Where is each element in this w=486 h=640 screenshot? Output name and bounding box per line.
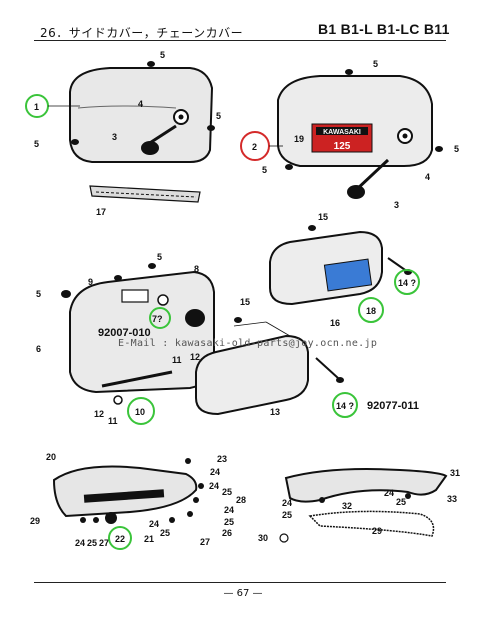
callout-label-16: 16 [330, 318, 340, 328]
chain-cover-left [52, 458, 204, 524]
callout-label-5e: 5 [454, 144, 459, 154]
kawasaki-badge: KAWASAKI 125 [311, 123, 373, 153]
part-number-bolt: 92077-011 [367, 400, 419, 412]
footer-rule [34, 582, 446, 583]
callout-label-9: 9 [88, 277, 93, 287]
callout-ring-22 [108, 526, 132, 550]
callout-label-24b: 24 [209, 481, 219, 491]
callout-label-5c: 5 [216, 111, 221, 121]
callout-label-25-right: 25 [396, 497, 406, 507]
badge-brand: KAWASAKI [323, 129, 361, 136]
callout-label-29b: 29 [372, 526, 382, 536]
callout-label-5b: 5 [34, 139, 39, 149]
part-number-left: 92007-010 [98, 327, 151, 339]
callout-label-15b: 15 [240, 297, 250, 307]
callout-label-25c: 25 [160, 528, 170, 538]
callout-label-27b: 27 [99, 538, 109, 548]
left-side-cover [69, 61, 215, 163]
callout-label-5g: 5 [157, 252, 162, 262]
callout-label-25a: 25 [222, 487, 232, 497]
callout-label-3b: 3 [394, 200, 399, 210]
callout-label-20: 20 [46, 452, 56, 462]
callout-label-25d: 25 [87, 538, 97, 548]
callout-label-19: 19 [294, 134, 304, 144]
header-rule [34, 40, 446, 41]
callout-label-15a: 15 [318, 212, 328, 222]
callout-label-22: 22 [115, 534, 125, 544]
callout-ring-14a [394, 269, 420, 295]
model-list: B1 B1-L B1-LC B11 [318, 21, 450, 37]
callout-label-13: 13 [270, 407, 280, 417]
section-title: 26．サイドカバー，チェーンカバー [40, 26, 244, 40]
callout-label-5-box: 5 [36, 289, 41, 299]
emblem-17 [89, 185, 201, 203]
callout-label-25b: 25 [224, 517, 234, 527]
callout-label-25e: 25 [282, 510, 292, 520]
callout-label-6: 6 [36, 344, 41, 354]
callout-label-18: 18 [366, 306, 376, 316]
callout-label-33: 33 [447, 494, 457, 504]
tool-case-16 [269, 225, 412, 306]
callout-label-4a: 4 [138, 99, 143, 109]
callout-label-28: 28 [236, 495, 246, 505]
callout-ring-14b [332, 392, 358, 418]
callout-ring-18 [358, 297, 384, 323]
callout-label-29a: 29 [30, 516, 40, 526]
callout-label-30: 30 [258, 533, 268, 543]
callout-label-2: 2 [252, 142, 257, 152]
callout-label-11b: 11 [108, 416, 118, 426]
callout-label-8: 8 [194, 264, 199, 274]
callout-label-24e: 24 [75, 538, 85, 548]
callout-label-1: 1 [34, 102, 39, 112]
callout-label-31: 31 [450, 468, 460, 478]
callout-label-24f: 24 [282, 498, 292, 508]
tool-case-13 [195, 317, 344, 416]
callout-label-12a: 12 [190, 352, 200, 362]
watermark-email: E-Mail : kawasaki-old-parts@joy.ocn.ne.j… [118, 338, 378, 349]
callout-label-14qa: 14 ? [398, 278, 416, 288]
callout-label-24-right: 24 [384, 488, 394, 498]
callout-label-24c: 24 [224, 505, 234, 515]
callout-label-32: 32 [342, 501, 352, 511]
callout-label-12b: 12 [94, 409, 104, 419]
callout-label-10: 10 [135, 407, 145, 417]
callout-label-4b: 4 [425, 172, 430, 182]
callout-label-24a: 24 [210, 467, 220, 477]
callout-label-23: 23 [217, 454, 227, 464]
callout-label-26: 26 [222, 528, 232, 538]
callout-label-14qb: 14 ? [336, 401, 354, 411]
callout-label-24d: 24 [149, 519, 159, 529]
callout-label-5f: 5 [262, 165, 267, 175]
callout-label-5a: 5 [160, 50, 165, 60]
callout-label-7q: 7? [152, 314, 163, 324]
callout-label-17: 17 [96, 207, 106, 217]
badge-number: 125 [334, 141, 351, 152]
chain-cover-right [279, 468, 448, 543]
callout-label-5d: 5 [373, 59, 378, 69]
callout-label-27a: 27 [200, 537, 210, 547]
callout-ring-7 [149, 307, 171, 329]
callout-label-21: 21 [144, 534, 154, 544]
page-number: — 67 — [223, 588, 263, 599]
callout-ring-10 [127, 397, 155, 425]
callout-label-3a: 3 [112, 132, 117, 142]
callout-label-11a: 11 [172, 355, 182, 365]
